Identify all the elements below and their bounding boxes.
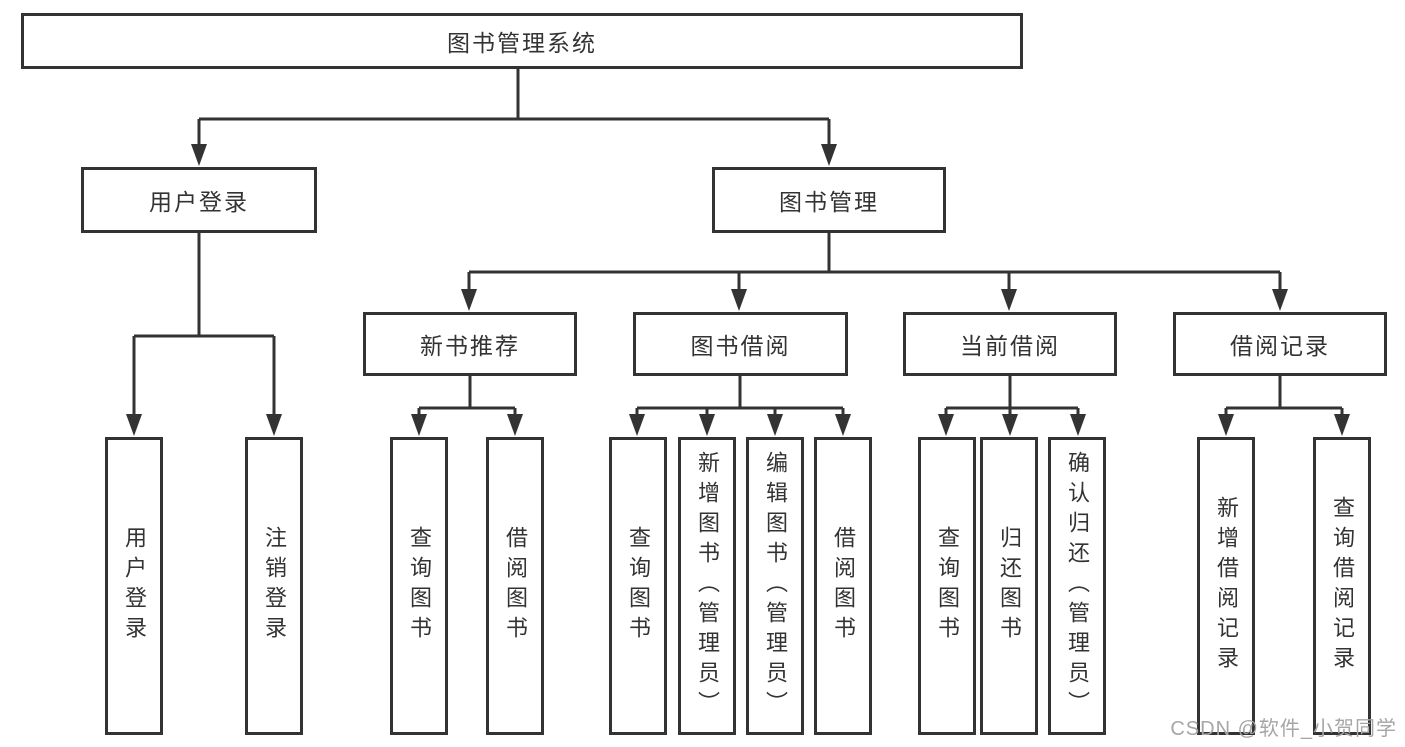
leaf-label: 查询图书 [626,526,651,646]
csdn-watermark: CSDN @软件_小贺同学 [1170,718,1397,740]
node-new-book-recommend: 新书推荐 [363,312,577,376]
leaf-return-books: 归还图书 [980,437,1038,735]
arrowheads [126,144,1350,436]
leaf-logout: 注销登录 [245,437,303,735]
leaf-label: 新增借阅记录 [1214,496,1239,676]
node-book-management: 图书管理 [712,167,946,233]
leaf-label: 确认归还（管理员） [1065,451,1090,721]
leaf-confirm-return-admin: 确认归还（管理员） [1048,437,1106,735]
node-current-borrow: 当前借阅 [903,312,1117,376]
node-root-system: 图书管理系统 [21,13,1023,69]
connector-trunks [134,68,1342,410]
leaf-add-borrow-record: 新增借阅记录 [1197,437,1255,735]
leaf-edit-book-admin: 编辑图书（管理员） [746,437,804,735]
leaf-user-login: 用户登录 [105,437,163,735]
leaf-query-books-borrow: 查询图书 [609,437,667,735]
leaf-label: 查询借阅记录 [1330,496,1355,676]
node-borrow-records: 借阅记录 [1173,312,1387,376]
leaf-label: 查询图书 [935,526,960,646]
leaf-label: 新增图书（管理员） [695,451,720,721]
leaf-label: 注销登录 [262,526,287,646]
leaf-borrow-books: 借阅图书 [814,437,872,735]
leaf-label: 借阅图书 [503,526,528,646]
leaf-add-book-admin: 新增图书（管理员） [678,437,736,735]
leaf-query-books-current: 查询图书 [918,437,976,735]
leaf-label: 编辑图书（管理员） [763,451,788,721]
leaf-label: 归还图书 [997,526,1022,646]
leaf-label: 用户登录 [122,526,147,646]
node-user-login: 用户登录 [81,167,317,233]
leaf-label: 查询图书 [407,526,432,646]
leaf-label: 借阅图书 [831,526,856,646]
node-book-borrow: 图书借阅 [633,312,848,376]
leaf-borrow-books-recommend: 借阅图书 [486,437,544,735]
leaf-query-borrow-record: 查询借阅记录 [1313,437,1371,735]
leaf-query-books-recommend: 查询图书 [390,437,448,735]
